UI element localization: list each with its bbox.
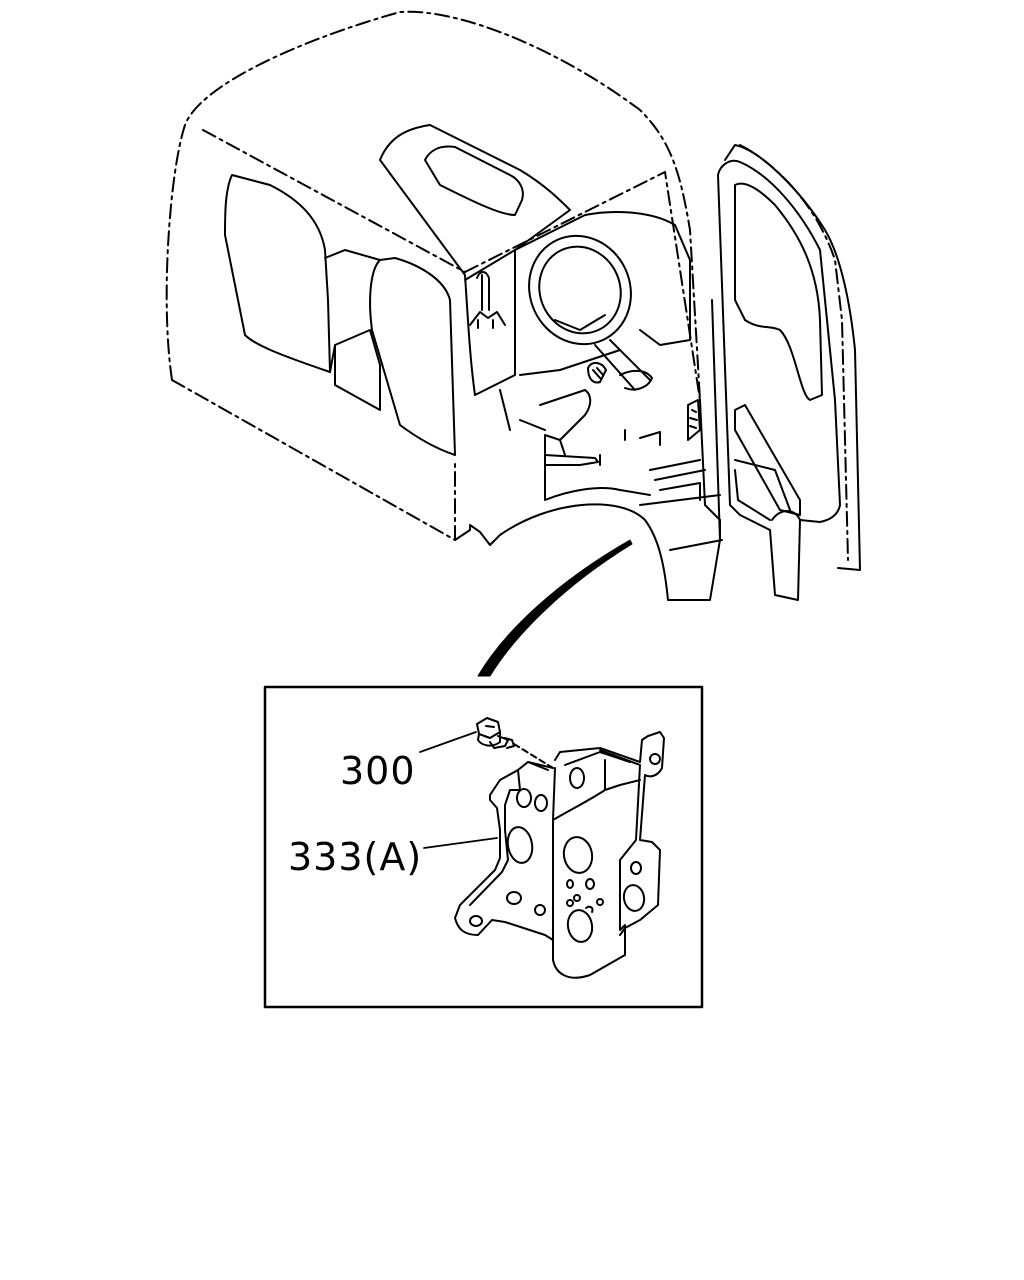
inset-leader	[477, 539, 633, 677]
cab-roof-outline	[165, 10, 701, 401]
rear-seat-base	[329, 329, 381, 411]
leader-line-300	[419, 731, 477, 753]
bracket-333A	[454, 731, 665, 979]
gear-lever	[469, 271, 506, 329]
pedals	[687, 399, 701, 441]
front-fender	[454, 494, 723, 601]
steering-column	[594, 339, 653, 391]
bolt-300	[476, 717, 515, 749]
detail-inset-frame	[263, 685, 704, 1009]
center-pillar	[379, 124, 571, 396]
rear-seat	[224, 174, 331, 373]
callout-label-333A: 333(A)	[288, 835, 423, 879]
cab-rear-panel	[171, 129, 466, 541]
leader-line-333A	[423, 837, 498, 849]
door-frame	[699, 299, 721, 541]
dashboard	[514, 211, 691, 376]
vehicle-cab-illustration	[165, 10, 861, 601]
door-window	[734, 182, 823, 401]
cab-floor	[499, 389, 706, 501]
cab-top-edge	[464, 171, 701, 401]
front-door	[717, 144, 861, 601]
front-seat	[369, 257, 456, 456]
steering-wheel	[528, 234, 632, 346]
callout-label-300: 300	[340, 749, 416, 793]
